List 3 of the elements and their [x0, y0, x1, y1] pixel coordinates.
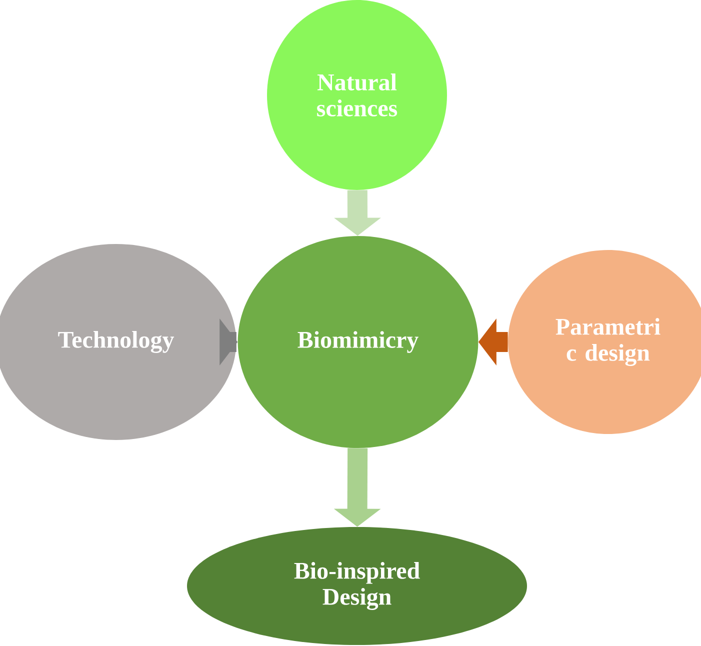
- ellipse-node: Bio-inspired Design: [187, 527, 527, 645]
- ellipse-node: Biomimicry: [238, 236, 478, 448]
- ellipse-node: Natural sciences: [267, 0, 447, 190]
